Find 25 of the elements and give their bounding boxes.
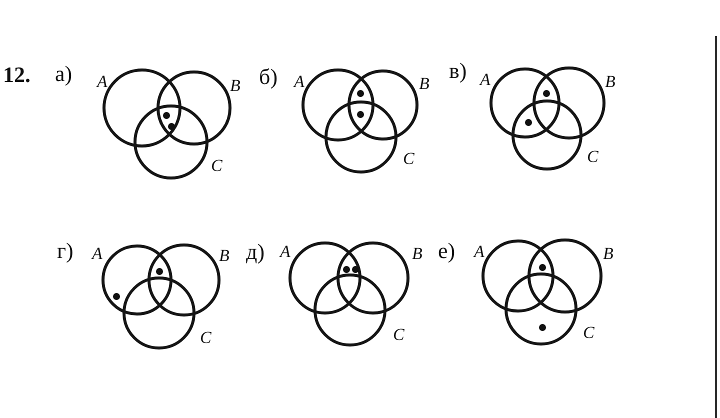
set-label: C (403, 150, 414, 167)
set-label: B (605, 73, 616, 90)
panel-label: а) (55, 63, 72, 85)
set-label: B (230, 77, 240, 94)
panel-label: г) (57, 240, 74, 262)
panel-label: е) (438, 240, 456, 262)
set-label: C (211, 157, 222, 174)
problem-number: 12. (3, 64, 30, 86)
set-label: A (294, 73, 304, 90)
panel-label: в) (449, 60, 467, 82)
set-label: A (474, 243, 484, 260)
set-label: C (587, 148, 598, 165)
set-label: B (219, 247, 230, 264)
set-label: B (412, 245, 422, 262)
set-label: A (92, 245, 102, 262)
set-label: C (583, 324, 594, 341)
set-label: A (480, 71, 490, 88)
set-label: A (97, 73, 108, 90)
set-label: B (419, 75, 430, 92)
set-label: C (200, 329, 212, 346)
panel-label: б) (259, 66, 278, 88)
set-label: A (280, 243, 290, 260)
set-label: C (393, 326, 404, 343)
panel-label: д) (246, 241, 265, 263)
set-label: B (603, 245, 614, 262)
